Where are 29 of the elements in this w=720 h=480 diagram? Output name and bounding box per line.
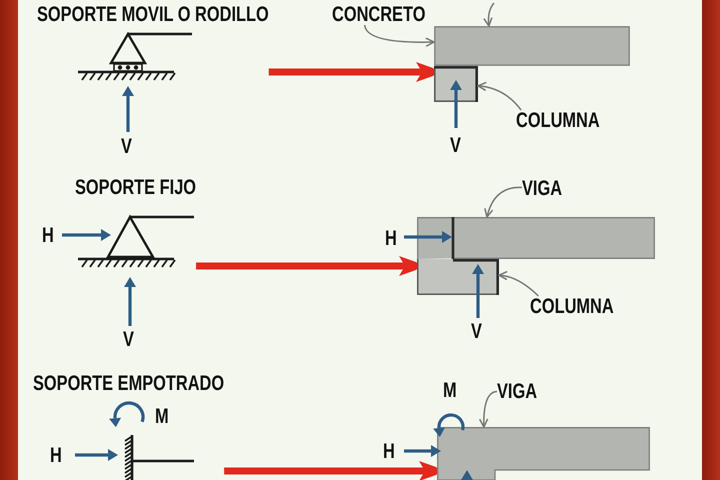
part-label: COLUMNA bbox=[516, 110, 600, 131]
leader-line bbox=[477, 82, 522, 110]
part-label: COLUMNA bbox=[530, 296, 614, 317]
force-label: V bbox=[123, 329, 134, 350]
leader-line bbox=[484, 186, 522, 218]
leader-line bbox=[483, 2, 495, 27]
concrete-beam bbox=[434, 26, 630, 66]
part-label: VIGA bbox=[497, 381, 538, 402]
support-title: SOPORTE EMPOTRADO bbox=[33, 373, 224, 394]
leader-line bbox=[498, 271, 539, 297]
concrete-column bbox=[417, 259, 499, 295]
force-label: V bbox=[450, 135, 461, 156]
part-label: VIGA bbox=[522, 178, 562, 199]
force-label: H bbox=[42, 225, 54, 246]
concrete-beam bbox=[417, 217, 655, 259]
leader-line bbox=[364, 24, 435, 47]
concrete-column bbox=[434, 66, 478, 102]
force-label: V bbox=[121, 136, 132, 157]
leader-line bbox=[479, 390, 498, 428]
force-label: H bbox=[385, 228, 397, 249]
force-label: V bbox=[471, 321, 482, 342]
force-label: H bbox=[50, 445, 62, 466]
part-label: CONCRETO bbox=[332, 4, 426, 25]
force-label: H bbox=[383, 441, 395, 462]
support-title: SOPORTE MOVIL O RODILLO bbox=[37, 4, 269, 25]
force-label: M bbox=[443, 380, 457, 401]
force-label: M bbox=[155, 406, 169, 427]
concrete-beam bbox=[437, 427, 650, 480]
support-title: SOPORTE FIJO bbox=[75, 177, 196, 198]
